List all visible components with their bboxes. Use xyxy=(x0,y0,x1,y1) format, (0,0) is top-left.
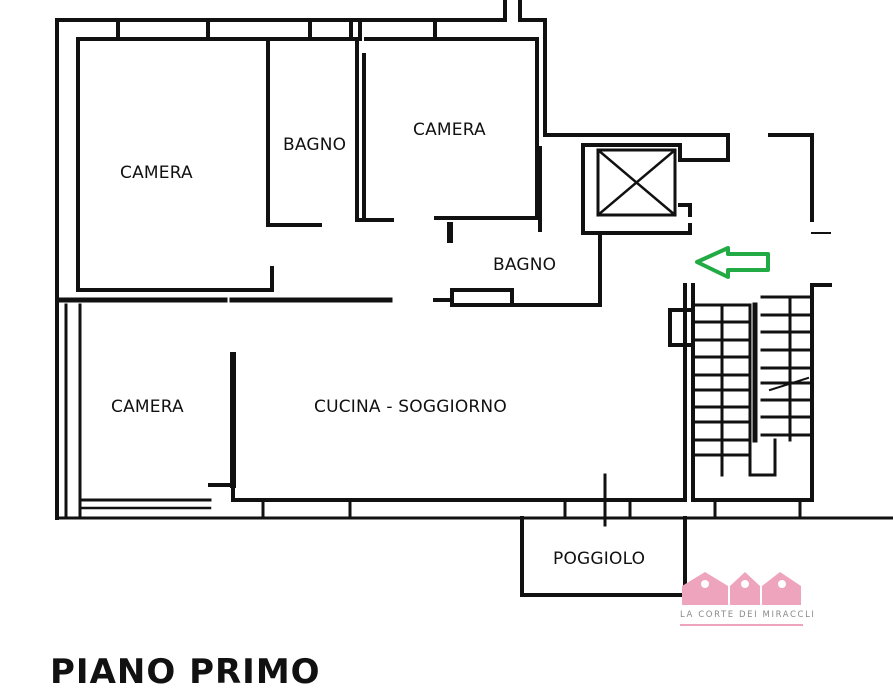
floor-plan xyxy=(55,0,893,626)
room-label-poggiolo: POGGIOLO xyxy=(553,549,646,569)
room-label-bagno-2: BAGNO xyxy=(493,255,557,275)
room-label-camera-3: CAMERA xyxy=(111,397,184,417)
room-label-camera-1: CAMERA xyxy=(120,163,193,183)
room-label-bagno-1: BAGNO xyxy=(283,135,347,155)
watermark-text: LA CORTE DEI MIRACCLI xyxy=(680,610,816,620)
room-label-camera-2: CAMERA xyxy=(413,120,486,140)
entrance-arrow-icon xyxy=(695,246,770,279)
floor-title: PIANO PRIMO xyxy=(50,652,321,692)
room-label-cucina-soggiorno: CUCINA - SOGGIORNO xyxy=(314,397,507,417)
top-outer-wall xyxy=(55,0,507,22)
watermark-logo-icon xyxy=(680,572,803,626)
